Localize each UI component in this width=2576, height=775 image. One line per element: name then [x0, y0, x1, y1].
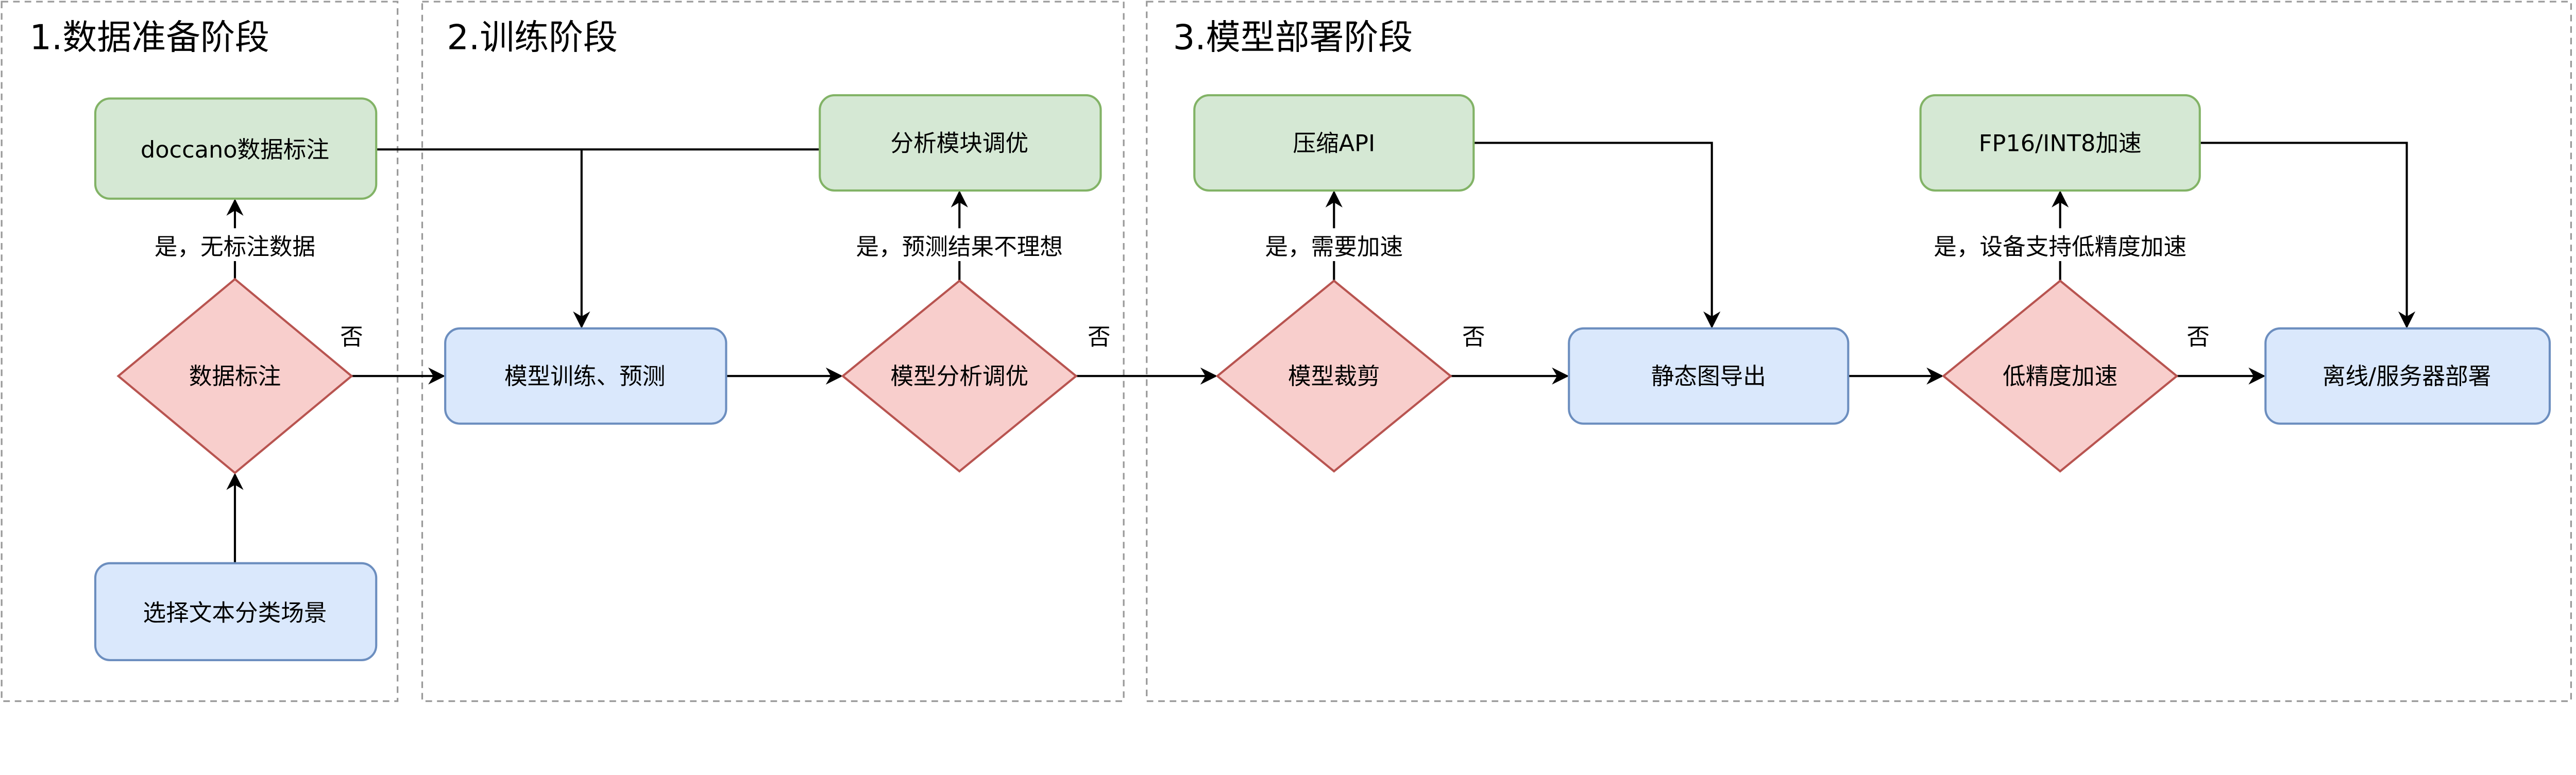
node-text: 压缩API — [1293, 130, 1375, 157]
node-static-export — [1568, 327, 1850, 425]
edge-label-yes: 是，无标注数据 — [155, 233, 315, 260]
stage-title: 2.训练阶段 — [447, 18, 618, 58]
node-text: 离线/服务器部署 — [2323, 363, 2491, 390]
node-fp16-int8 — [1919, 94, 2201, 192]
decision-label-data — [116, 278, 353, 475]
node-doccano — [94, 97, 378, 200]
decision-analysis — [841, 279, 1078, 473]
node-text: 模型训练、预测 — [504, 363, 665, 390]
stage-title: 1.数据准备阶段 — [29, 18, 269, 58]
node-text: doccano数据标注 — [141, 136, 329, 163]
stage-title: 3.模型部署阶段 — [1173, 18, 1413, 58]
edge — [1473, 142, 1721, 329]
node-text: 分析模块调优 — [890, 130, 1028, 157]
node-text: 低精度加速 — [2003, 363, 2117, 390]
edge-label-no: 否 — [340, 324, 363, 351]
edge — [2199, 142, 2416, 329]
decision-prune — [1215, 279, 1452, 473]
node-train-predict — [444, 327, 727, 425]
decision-lowprec — [1942, 279, 2179, 473]
edge-label-no: 否 — [1088, 324, 1111, 351]
edge-label-no: 否 — [2187, 324, 2210, 351]
node-text: FP16/INT8加速 — [1979, 130, 2142, 157]
edge-label-yes: 是，预测结果不理想 — [856, 233, 1063, 260]
node-text: 选择文本分类场景 — [143, 599, 327, 626]
stage-panel-data-prep — [1, 1, 399, 702]
edge-label-yes: 是，设备支持低精度加速 — [1934, 233, 2187, 260]
node-deploy — [2264, 327, 2551, 425]
node-text: 模型分析调优 — [890, 363, 1028, 390]
edge-label-no: 否 — [1462, 324, 1485, 351]
node-compress-api — [1193, 94, 1475, 192]
flowchart: 1.数据准备阶段 2.训练阶段 3.模型部署阶段 是，无标注数据 否 是，预测结… — [1, 1, 2572, 702]
node-select-scene — [94, 562, 378, 661]
edge-label-yes: 是，需要加速 — [1265, 233, 1403, 260]
node-text: 数据标注 — [189, 363, 281, 390]
node-text: 静态图导出 — [1651, 363, 1766, 390]
stage-panel-training — [421, 1, 1125, 702]
node-analysis-tune — [819, 94, 1102, 192]
node-text: 模型裁剪 — [1288, 363, 1380, 390]
